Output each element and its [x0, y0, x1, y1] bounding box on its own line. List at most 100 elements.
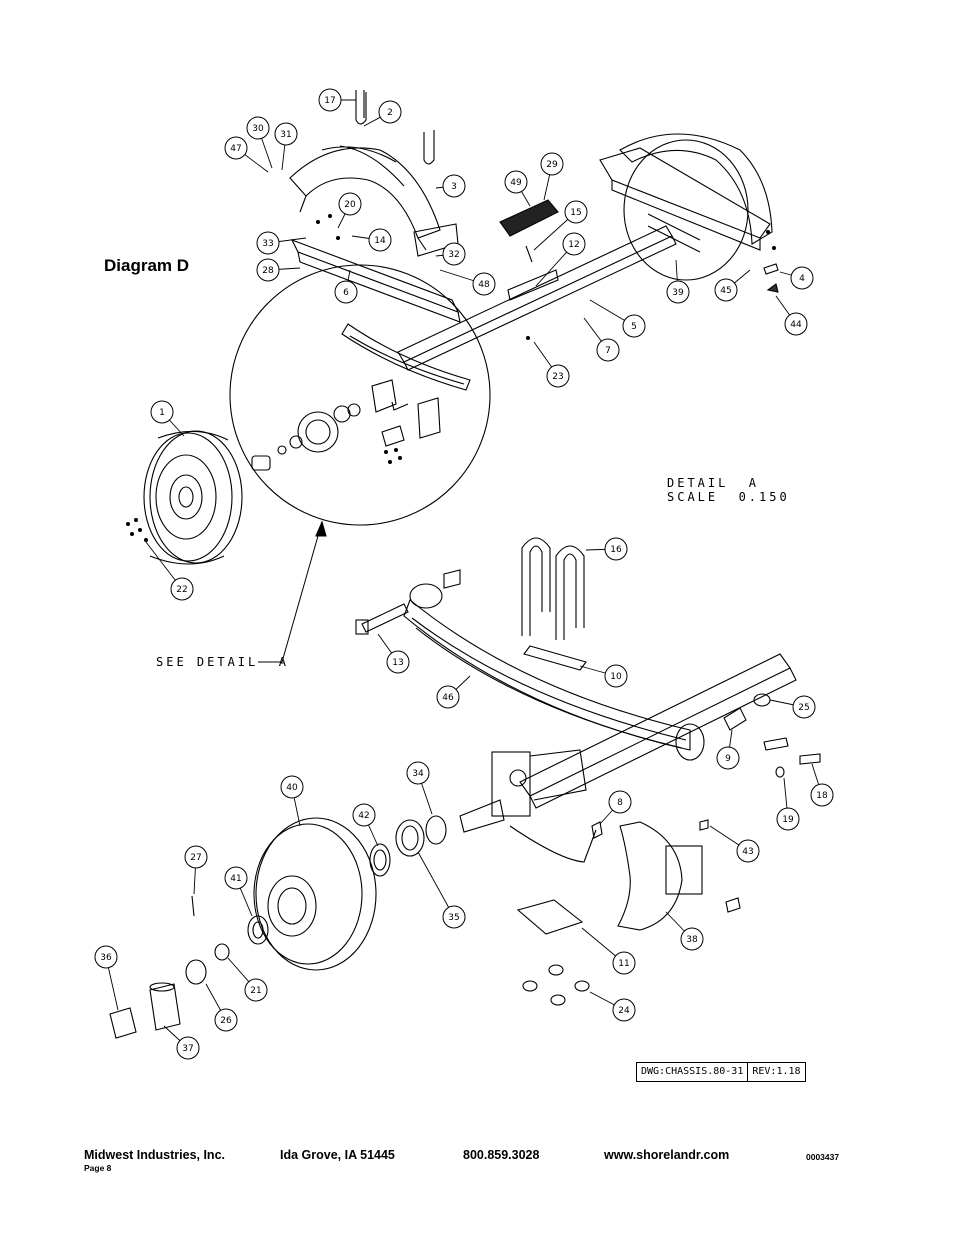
callout-3: 3 — [435, 174, 466, 198]
callout-label: 26 — [220, 1016, 232, 1026]
callout-balloon — [546, 364, 570, 388]
callout-14: 14 — [351, 228, 392, 252]
callout-4: 4 — [779, 266, 814, 290]
left-tire — [143, 430, 243, 565]
callout-label: 8 — [617, 798, 623, 808]
callout-balloon — [352, 803, 376, 827]
callout-balloon — [368, 228, 392, 252]
callout-label: 37 — [182, 1044, 193, 1054]
callout-balloon — [244, 978, 268, 1002]
callout-label: 7 — [605, 346, 611, 356]
callout-balloon — [442, 905, 466, 929]
footer-doc-number: 0003437 — [806, 1152, 840, 1162]
callout-balloon — [246, 116, 270, 140]
callout-balloon — [150, 400, 174, 424]
callout-balloon — [386, 650, 410, 674]
callout-24: 24 — [589, 991, 636, 1022]
callout-label: 40 — [286, 783, 298, 793]
callout-30: 30 — [246, 116, 273, 169]
left-fender — [289, 147, 441, 239]
footer-company: Midwest Industries, Inc. — [84, 1148, 225, 1162]
detail-scale: SCALE 0.150 — [667, 490, 790, 504]
callout-label: 25 — [798, 703, 809, 713]
callout-44: 44 — [775, 295, 808, 336]
callout-label: 20 — [344, 200, 356, 210]
callout-20: 20 — [337, 192, 362, 229]
detail-title: DETAIL A — [667, 476, 760, 490]
u-bolt — [521, 537, 551, 636]
callout-6: 6 — [334, 269, 358, 304]
callout-1: 1 — [150, 400, 185, 437]
callout-49: 49 — [504, 170, 531, 207]
callout-label: 5 — [631, 322, 637, 332]
callout-38: 38 — [665, 911, 704, 951]
callout-label: 23 — [552, 372, 563, 382]
callout-balloon — [184, 845, 208, 869]
callout-label: 45 — [720, 286, 731, 296]
callout-21: 21 — [227, 957, 268, 1002]
callout-label: 41 — [230, 874, 241, 884]
callout-balloon — [604, 537, 628, 561]
callout-label: 3 — [451, 182, 457, 192]
callout-balloon — [274, 122, 298, 146]
footer-location: Ida Grove, IA 51445 — [280, 1148, 395, 1162]
axle-tube — [397, 225, 673, 363]
diagram-title: Diagram D — [104, 256, 190, 275]
callout-8: 8 — [599, 790, 632, 825]
callout-label: 38 — [686, 935, 698, 945]
callout-balloon — [504, 170, 528, 194]
callout-balloon — [224, 136, 248, 160]
spindle — [459, 799, 505, 833]
callout-label: 27 — [190, 853, 201, 863]
callout-label: 42 — [358, 811, 369, 821]
callout-balloon — [214, 1008, 238, 1032]
callout-33: 33 — [256, 231, 307, 255]
callout-label: 29 — [546, 160, 558, 170]
callout-43: 43 — [709, 825, 760, 863]
callout-label: 35 — [448, 913, 459, 923]
callout-balloon — [442, 242, 466, 266]
callout-34: 34 — [406, 761, 433, 815]
footer-website: www.shorelandr.com — [604, 1148, 730, 1162]
callout-balloon — [612, 998, 636, 1022]
callout-15: 15 — [533, 200, 588, 251]
brake-caliper — [617, 821, 683, 931]
callout-balloon — [666, 280, 690, 304]
callout-label: 22 — [176, 585, 187, 595]
callout-label: 17 — [324, 96, 335, 106]
callout-balloon — [564, 200, 588, 224]
drawing-info-box: DWG:CHASSIS.80-31 REV:1.18 — [636, 1062, 806, 1082]
callout-leader — [417, 851, 455, 918]
dwg-number: DWG:CHASSIS.80-31 — [641, 1066, 744, 1077]
callout-42: 42 — [352, 803, 379, 847]
upper-leaf-spring — [341, 323, 471, 391]
callout-balloon — [256, 231, 280, 255]
callout-balloon — [608, 790, 632, 814]
callout-31: 31 — [274, 122, 298, 171]
callout-balloon — [334, 280, 358, 304]
callout-balloon — [176, 1036, 200, 1060]
callout-balloon — [622, 314, 646, 338]
callout-10: 10 — [579, 664, 628, 688]
callout-label: 2 — [387, 108, 393, 118]
callout-balloon — [790, 266, 814, 290]
callout-balloon — [604, 664, 628, 688]
callout-13: 13 — [377, 633, 410, 674]
callout-29: 29 — [540, 152, 564, 201]
callout-label: 48 — [478, 280, 490, 290]
see-detail-label: SEE DETAIL A — [156, 655, 289, 669]
callout-39: 39 — [666, 259, 690, 304]
callout-label: 34 — [412, 769, 424, 779]
callout-balloon — [318, 88, 342, 112]
callout-19: 19 — [776, 777, 800, 831]
leaf-spring-detail — [403, 599, 691, 751]
callout-label: 13 — [392, 658, 403, 668]
callout-balloon — [612, 951, 636, 975]
left-frame-rail — [290, 238, 460, 314]
callout-label: 47 — [230, 144, 241, 154]
callout-32: 32 — [435, 242, 466, 266]
right-tire — [623, 139, 749, 281]
callout-balloon — [714, 278, 738, 302]
callout-label: 24 — [618, 1006, 630, 1016]
